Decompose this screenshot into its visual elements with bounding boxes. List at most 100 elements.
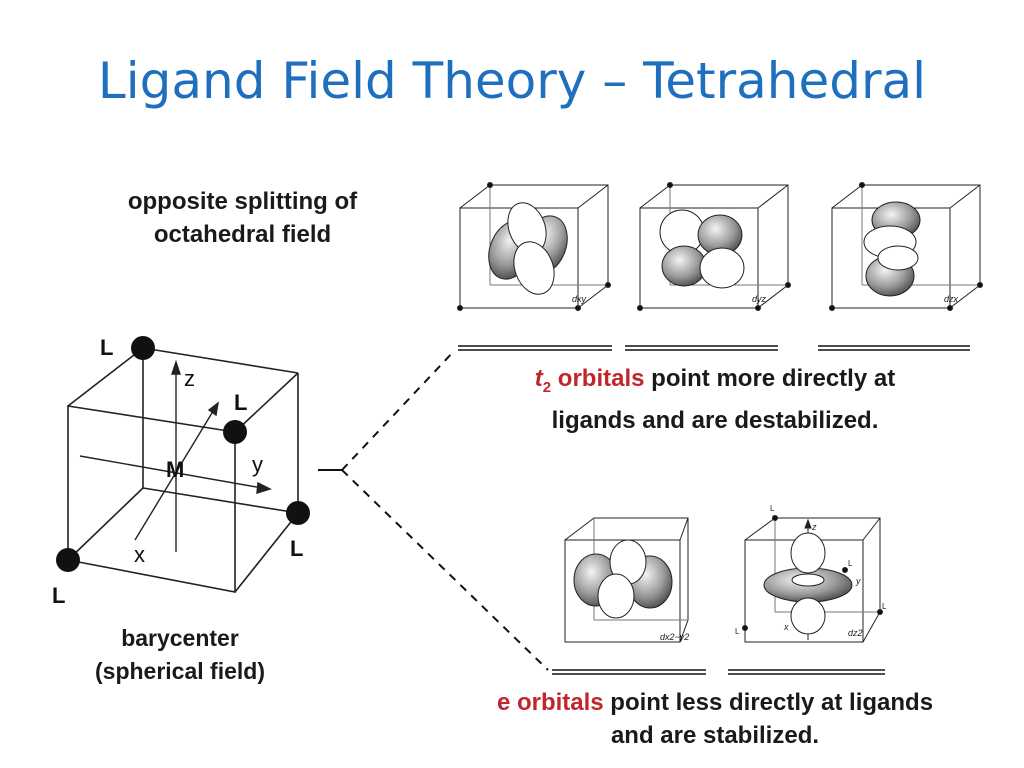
e-word: e orbitals (496, 689, 604, 716)
cube-hidden-edge (67, 487, 144, 561)
orbital-lobe (877, 245, 919, 271)
t2-rest: point more directly at (644, 365, 896, 392)
dz2-z-arrowhead (804, 518, 812, 529)
tetrahedral-cube (67, 347, 299, 593)
orbital-dx2y2: dx2−y2 (564, 517, 689, 643)
y-axis-arrowhead (256, 481, 272, 494)
t2-levels (458, 345, 970, 351)
energy-splitting (318, 349, 549, 671)
e-rest: point less directly at ligands (603, 689, 934, 716)
dz2-z-label: z (811, 522, 817, 532)
t2-subscript: 2 (542, 378, 552, 396)
ligand-bottom-left (56, 548, 80, 572)
z-axis-label: z (184, 366, 195, 391)
orbital-ligand-dot (977, 282, 983, 288)
cube-edge (67, 347, 144, 407)
ligand-label: L (100, 335, 113, 360)
page-title: Ligand Field Theory – Tetrahedral (97, 52, 927, 110)
splitting-note-line1: opposite splitting of (127, 188, 358, 215)
t2-word: orbitals (551, 365, 645, 392)
orbital-lobe (661, 245, 707, 287)
ligand-right-lower (286, 501, 310, 525)
orbital-ligand-dot (575, 305, 581, 311)
t2-description-line2: ligands and are destabilized. (551, 406, 879, 434)
orbital-label-dx2y2: dx2−y2 (660, 632, 689, 642)
barycenter-label: barycenter (spherical field) (50, 622, 310, 688)
e-description: e orbitals point less directly at ligand… (450, 686, 980, 752)
ligand-right-upper (223, 420, 247, 444)
orbital-lobe (597, 573, 635, 619)
z-axis-arrowhead (171, 359, 181, 375)
orbital-cube-edge (577, 184, 609, 209)
orbital-ligand-dot (487, 182, 493, 188)
t2-description-line1: t2 orbitals point more directly at (450, 362, 980, 404)
orbital-ligand-label: L (735, 627, 740, 636)
splitting-note-line2: octahedral field (153, 221, 332, 248)
orbital-cube-edge (862, 517, 881, 541)
orbital-ligand-dot (742, 625, 748, 631)
orbital-ligand-dot (785, 282, 791, 288)
t2-symbol: t (534, 365, 543, 392)
cube-hidden-edge (142, 487, 299, 514)
orbital-lobe (790, 532, 826, 574)
orbital-cube (639, 207, 759, 309)
orbital-cube-edge (949, 184, 981, 209)
orbital-ligand-dot (859, 182, 865, 188)
orbital-torus-hole (791, 573, 825, 587)
orbital-ligand-dot (605, 282, 611, 288)
cube-edge (142, 347, 299, 374)
y-axis (79, 455, 263, 489)
e-levels (552, 669, 885, 675)
orbital-ligand-dot (772, 515, 778, 521)
orbital-ligand-dot (947, 305, 953, 311)
x-axis-label: x (134, 542, 145, 567)
orbital-cube (564, 539, 681, 643)
x-axis (134, 407, 216, 541)
ligand-label: L (290, 536, 303, 561)
orbital-ligand-label: L (848, 559, 853, 568)
cube-edge (234, 372, 299, 433)
t2-dashed-connector (341, 349, 456, 471)
ligands (56, 336, 310, 572)
cube-axes (79, 359, 272, 552)
dz2-y-label: y (855, 576, 861, 586)
orbital-dz2: L L L L z y x dz2 (735, 504, 887, 643)
orbital-ligand-dot (829, 305, 835, 311)
orbital-lobe (513, 241, 555, 295)
orbital-dyz: dyz (637, 182, 791, 311)
orbital-cube-edge (757, 184, 789, 209)
orbital-label-dz2: dz2 (848, 628, 863, 638)
orbital-ligand-dot (877, 609, 883, 615)
orbital-ligand-label: L (882, 602, 887, 611)
dz2-x-label: x (783, 622, 789, 632)
e-dashed-connector (341, 469, 549, 671)
orbital-label-dzx: dzx (944, 294, 959, 304)
ligand-label: L (234, 390, 247, 415)
orbital-dzx: dzx (829, 182, 983, 311)
t2-description: t2 orbitals point more directly at ligan… (450, 362, 980, 437)
orbital-ligand-dot (842, 567, 848, 573)
orbital-lobe (699, 247, 745, 289)
orbital-ligand-dot (457, 305, 463, 311)
metal-label: M (166, 457, 184, 482)
orbital-ligand-dot (755, 305, 761, 311)
orbital-dxy: dxy (457, 182, 611, 311)
ligand-top (131, 336, 155, 360)
orbital-lobe (790, 597, 826, 635)
ligand-label: L (52, 583, 65, 608)
orbital-label-dxy: dxy (572, 294, 587, 304)
x-axis-arrowhead (207, 401, 219, 417)
splitting-note: opposite splitting of octahedral field (70, 185, 415, 251)
orbital-ligand-dot (667, 182, 673, 188)
orbital-ligand-label: L (770, 504, 775, 513)
orbital-ligand-dot (637, 305, 643, 311)
cube-edge (234, 512, 299, 593)
orbital-label-dyz: dyz (752, 294, 767, 304)
e-description-line2: and are stabilized. (610, 722, 820, 749)
y-axis-label: y (252, 452, 263, 477)
barycenter-line2: (spherical field) (95, 658, 265, 684)
e-description-line1: e orbitals point less directly at ligand… (450, 686, 980, 719)
orbital-cube-edge (679, 517, 689, 541)
barycenter-line1: barycenter (121, 625, 239, 651)
